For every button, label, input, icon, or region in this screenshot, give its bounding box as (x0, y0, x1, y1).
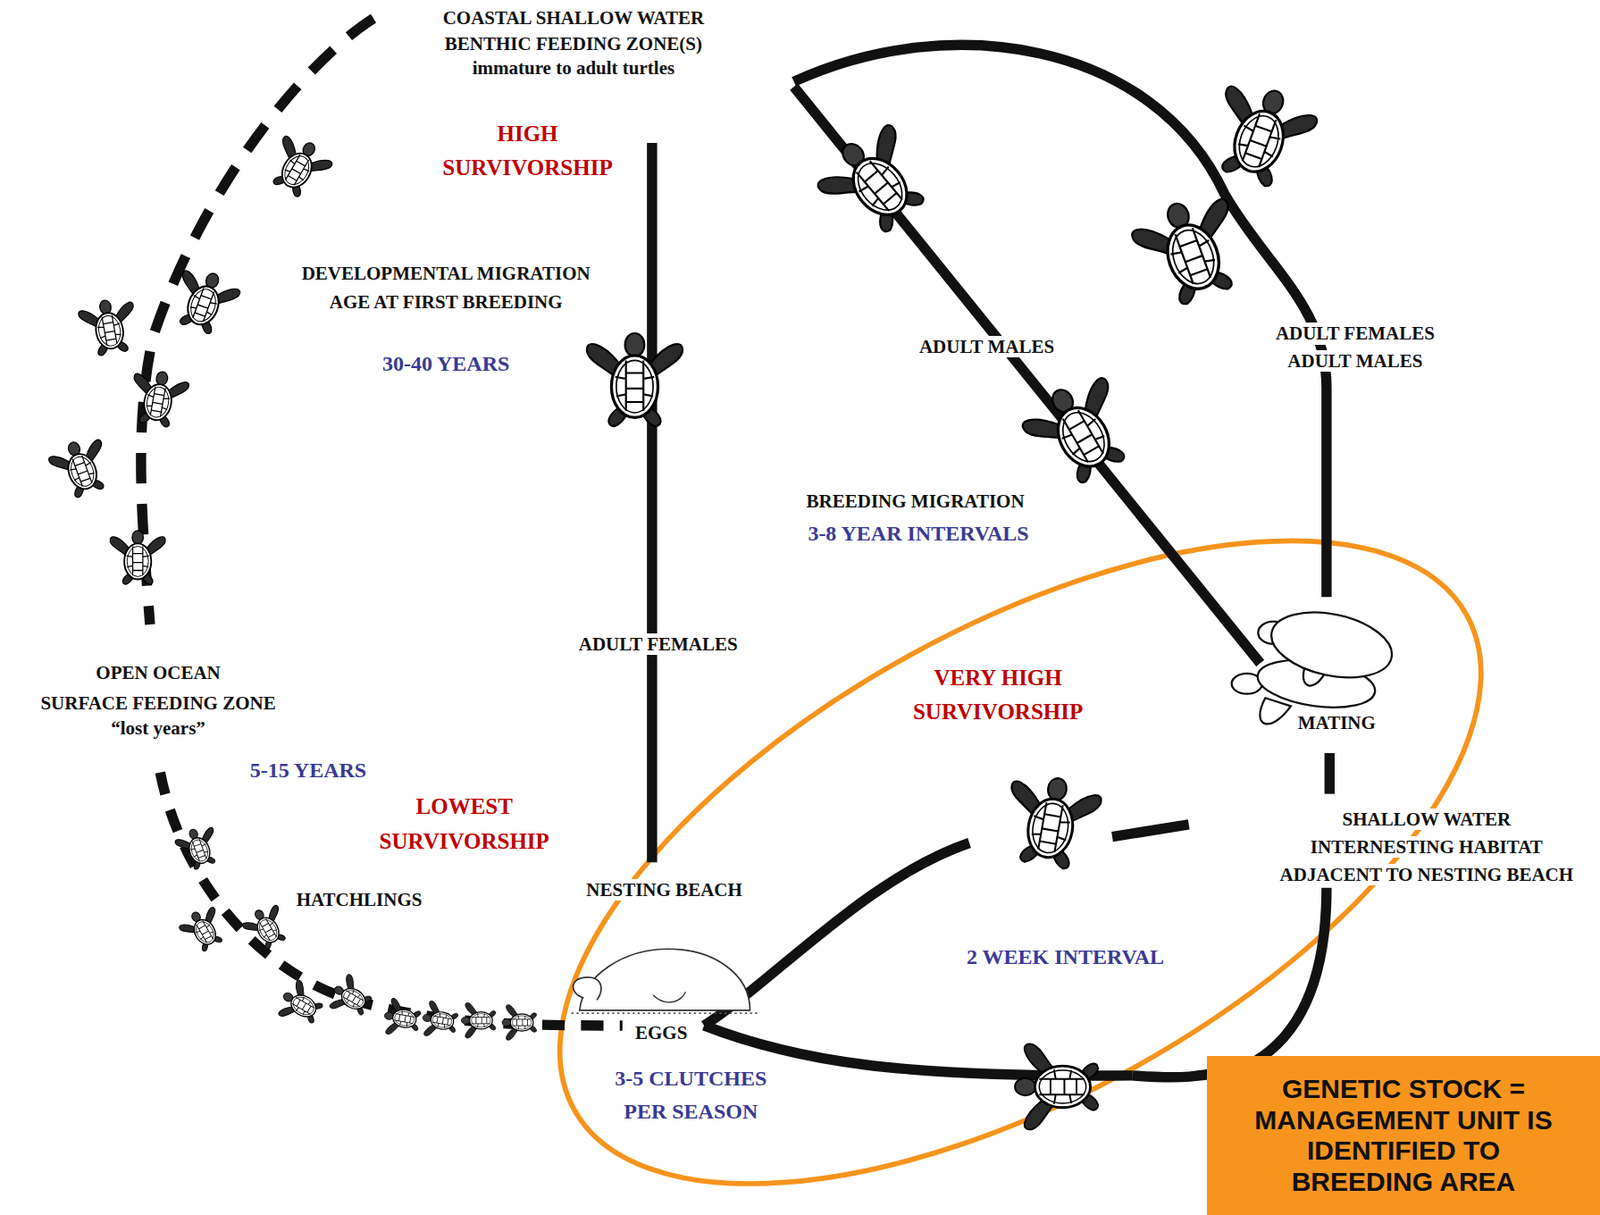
location-label: immature to adult turtles (469, 57, 679, 79)
survivorship-label: VERY HIGH (930, 665, 1064, 692)
hatchling-turtle (239, 900, 294, 955)
location-label: OPEN OCEAN (92, 661, 223, 684)
hatchling-turtle (419, 999, 461, 1041)
juvenile-turtle (45, 433, 117, 503)
location-label: ADULT FEMALES (576, 633, 741, 655)
duration-label: 3-5 CLUTCHES (611, 1066, 770, 1092)
duration-label: 2 WEEK INTERVAL (963, 945, 1167, 971)
adult-turtle (1126, 186, 1255, 314)
location-label: BENTHIC FEEDING ZONE(S) (442, 33, 705, 55)
duration-label: 5-15 YEARS (247, 758, 369, 784)
location-label: COASTAL SHALLOW WATER (440, 7, 708, 29)
juvenile-turtle (76, 295, 142, 359)
location-label: SURFACE FEEDING ZONE (37, 692, 278, 714)
internesting-line (1132, 887, 1327, 1078)
location-label: ADULT MALES (1284, 350, 1425, 372)
location-label: ADJACENT TO NESTING BEACH (1277, 863, 1577, 886)
box-text: GENETIC STOCK = MANAGEMENT UNIT IS IDENT… (1233, 1073, 1574, 1198)
location-label: SHALLOW WATER (1340, 808, 1514, 830)
survivorship-label: SURVIVORSHIP (376, 829, 553, 855)
adult-turtle (1200, 75, 1323, 196)
illustration-group (45, 18, 1581, 1215)
adult-male-turtle (809, 115, 943, 249)
adult-female-turtle (586, 333, 683, 427)
breeding-migration-line (794, 44, 1327, 597)
location-label: NESTING BEACH (583, 879, 745, 901)
location-label: BREEDING MIGRATION (804, 490, 1028, 512)
adult-male-migration-line (794, 86, 1261, 663)
developmental-migration-line (141, 18, 374, 625)
location-label: HATCHLINGS (293, 888, 426, 911)
mating-turtles (1231, 602, 1399, 724)
nesting-female-shell (579, 948, 751, 1011)
location-label: INTERNESTING HABITAT (1307, 836, 1546, 858)
duration-label: 30-40 YEARS (379, 351, 512, 377)
location-label: EGGS (632, 1021, 690, 1044)
management-unit-box: GENETIC STOCK = MANAGEMENT UNIT IS IDENT… (1206, 1055, 1600, 1215)
turtle-shell (1264, 602, 1398, 688)
breeding-area-ellipse (460, 410, 1581, 1215)
hatchling-turtle (502, 1005, 537, 1040)
location-label: MATING (1295, 712, 1379, 734)
location-label: AGE AT FIRST BREEDING (326, 291, 566, 313)
hatchling-turtle (274, 977, 329, 1032)
juvenile-turtle (109, 530, 166, 585)
internesting-line (1112, 824, 1190, 838)
nesting-female-head (573, 977, 602, 1001)
hatchling-turtle (175, 902, 231, 957)
survivorship-label: LOWEST (413, 794, 516, 821)
location-label: ADULT FEMALES (1273, 322, 1438, 344)
turtle-flipper (1259, 697, 1291, 724)
juvenile-turtle (126, 367, 192, 430)
survivorship-label: SURVIVORSHIP (910, 699, 1086, 726)
duration-label: PER SEASON (620, 1099, 761, 1125)
juvenile-turtle (261, 129, 337, 204)
location-label: DEVELOPMENTAL MIGRATION (299, 262, 594, 285)
nesting-female-flipper (653, 991, 687, 1003)
survivorship-label: HIGH (494, 121, 561, 148)
hatchling-turtle (173, 822, 225, 874)
hatchling-dispersal-line (159, 772, 622, 1026)
cycle-lines (141, 18, 1330, 1078)
hatchling-turtle (325, 971, 377, 1023)
hatchling-turtle (381, 996, 423, 1039)
hatchling-turtle (460, 1002, 495, 1038)
mating-line (1324, 753, 1335, 795)
location-label: ADULT MALES (916, 335, 1057, 358)
internesting-turtle (1014, 1044, 1098, 1131)
female-return-line (646, 142, 657, 863)
nesting-female (571, 948, 761, 1014)
internesting-turtle (999, 770, 1105, 873)
duration-label: 3-8 YEAR INTERVALS (804, 521, 1031, 547)
adult-male-turtle (1015, 367, 1146, 496)
juvenile-turtle (166, 263, 243, 340)
sand-line (571, 1012, 761, 1014)
survivorship-label: SURVIVORSHIP (439, 155, 615, 182)
location-label: “lost years” (108, 717, 209, 739)
